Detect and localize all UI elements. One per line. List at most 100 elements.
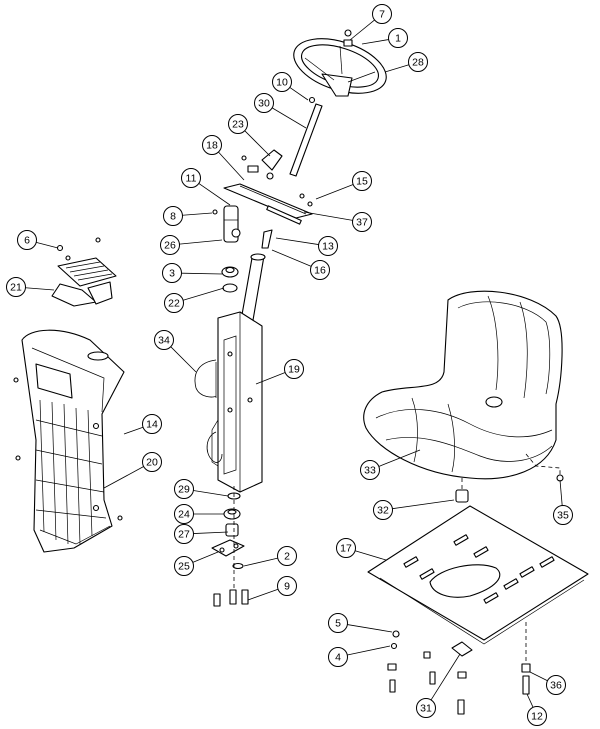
callout-bubble bbox=[360, 460, 380, 480]
callout-4: 4 bbox=[328, 645, 391, 667]
callout-bubble bbox=[318, 236, 338, 256]
callout-number: 18 bbox=[206, 140, 218, 152]
callout-leader-line bbox=[181, 272, 223, 275]
callout-30: 30 bbox=[254, 93, 307, 129]
callout-bubble bbox=[154, 330, 174, 350]
callout-7: 7 bbox=[349, 4, 392, 41]
callout-bubble bbox=[164, 293, 184, 313]
callout-19: 19 bbox=[255, 359, 304, 385]
callout-28: 28 bbox=[384, 52, 428, 73]
console-cover bbox=[13, 329, 125, 553]
plate-hardware bbox=[387, 630, 531, 715]
callout-leader-line bbox=[559, 479, 563, 506]
callout-25: 25 bbox=[174, 551, 219, 576]
callout-13: 13 bbox=[275, 236, 338, 256]
callout-leader-line bbox=[384, 64, 410, 73]
callout-leader-line bbox=[289, 87, 309, 101]
callout-35: 35 bbox=[553, 479, 573, 525]
callout-leader-line bbox=[271, 107, 307, 129]
callout-31: 31 bbox=[416, 653, 461, 718]
callout-number: 23 bbox=[232, 119, 244, 131]
callout-number: 15 bbox=[356, 176, 368, 188]
callout-1: 1 bbox=[361, 28, 408, 48]
switch-assembly bbox=[241, 149, 283, 180]
callout-number: 7 bbox=[379, 9, 385, 21]
callout-leader-line bbox=[255, 372, 286, 385]
callout-bubble bbox=[174, 556, 194, 576]
callout-number: 31 bbox=[420, 703, 432, 715]
steering-shaft bbox=[289, 96, 323, 177]
callout-bubble bbox=[142, 452, 162, 472]
callout-number: 35 bbox=[557, 510, 569, 522]
callout-leader-line bbox=[218, 151, 245, 181]
callout-number: 17 bbox=[340, 543, 352, 555]
callout-bubble bbox=[328, 613, 348, 633]
callout-21: 21 bbox=[6, 277, 55, 297]
callout-bubble bbox=[181, 168, 201, 188]
callout-bubble bbox=[336, 538, 356, 558]
callout-bubble bbox=[228, 114, 248, 134]
callout-20: 20 bbox=[103, 452, 162, 489]
callout-number: 34 bbox=[158, 335, 170, 347]
callout-11: 11 bbox=[181, 168, 231, 206]
callout-leader-line bbox=[361, 39, 389, 45]
callout-17: 17 bbox=[336, 538, 387, 561]
callout-leader-line bbox=[244, 130, 271, 157]
mounting-plate bbox=[223, 183, 313, 225]
callout-bubble bbox=[546, 675, 566, 695]
callout-leader-line bbox=[275, 237, 319, 245]
callout-37: 37 bbox=[303, 211, 372, 232]
callout-12: 12 bbox=[526, 693, 547, 726]
callout-leader-line bbox=[179, 239, 223, 245]
callout-bubble bbox=[174, 479, 194, 499]
callout-number: 30 bbox=[258, 98, 270, 110]
callout-number: 25 bbox=[178, 561, 190, 573]
callout-leader-line bbox=[354, 550, 387, 561]
callout-15: 15 bbox=[315, 171, 372, 200]
callout-number: 12 bbox=[531, 711, 543, 723]
callout-leader-line bbox=[347, 624, 393, 633]
callout-bubble bbox=[174, 524, 194, 544]
callout-27: 27 bbox=[174, 524, 229, 544]
callout-number: 1 bbox=[395, 33, 401, 45]
callout-number: 29 bbox=[178, 484, 190, 496]
callout-22: 22 bbox=[164, 287, 225, 313]
callout-bubble bbox=[174, 504, 194, 524]
callout-bubble bbox=[416, 698, 436, 718]
callout-6: 6 bbox=[17, 230, 59, 250]
callout-5: 5 bbox=[328, 613, 393, 633]
callout-number: 14 bbox=[146, 419, 158, 431]
callout-leader-line bbox=[347, 645, 391, 656]
callout-24: 24 bbox=[174, 504, 224, 524]
callout-10: 10 bbox=[272, 72, 309, 101]
callout-number: 20 bbox=[146, 457, 158, 469]
callout-number: 10 bbox=[276, 77, 288, 89]
callout-number: 2 bbox=[284, 551, 290, 563]
callout-bubble bbox=[284, 359, 304, 379]
callout-number: 28 bbox=[412, 57, 424, 69]
callout-32: 32 bbox=[373, 499, 455, 520]
callout-number: 37 bbox=[356, 217, 368, 229]
callout-bubble bbox=[163, 206, 183, 226]
callout-29: 29 bbox=[174, 479, 229, 499]
callout-leader-line bbox=[349, 19, 375, 41]
callout-bubble bbox=[310, 260, 330, 280]
callout-bubble bbox=[202, 135, 222, 155]
callout-number: 24 bbox=[178, 509, 190, 521]
callout-leader-line bbox=[378, 449, 421, 467]
callout-leader-line bbox=[271, 249, 312, 267]
callout-leader-line bbox=[192, 551, 219, 563]
callout-leader-line bbox=[529, 671, 548, 682]
return-spring bbox=[194, 359, 223, 463]
callout-34: 34 bbox=[154, 330, 197, 373]
callout-23: 23 bbox=[228, 114, 271, 157]
callout-leader-line bbox=[170, 346, 197, 373]
callout-36: 36 bbox=[529, 671, 566, 695]
seat bbox=[363, 290, 563, 480]
callout-bubble bbox=[553, 505, 573, 525]
callout-bubble bbox=[277, 576, 297, 596]
callout-bubble bbox=[17, 230, 37, 250]
callout-number: 6 bbox=[24, 235, 30, 247]
